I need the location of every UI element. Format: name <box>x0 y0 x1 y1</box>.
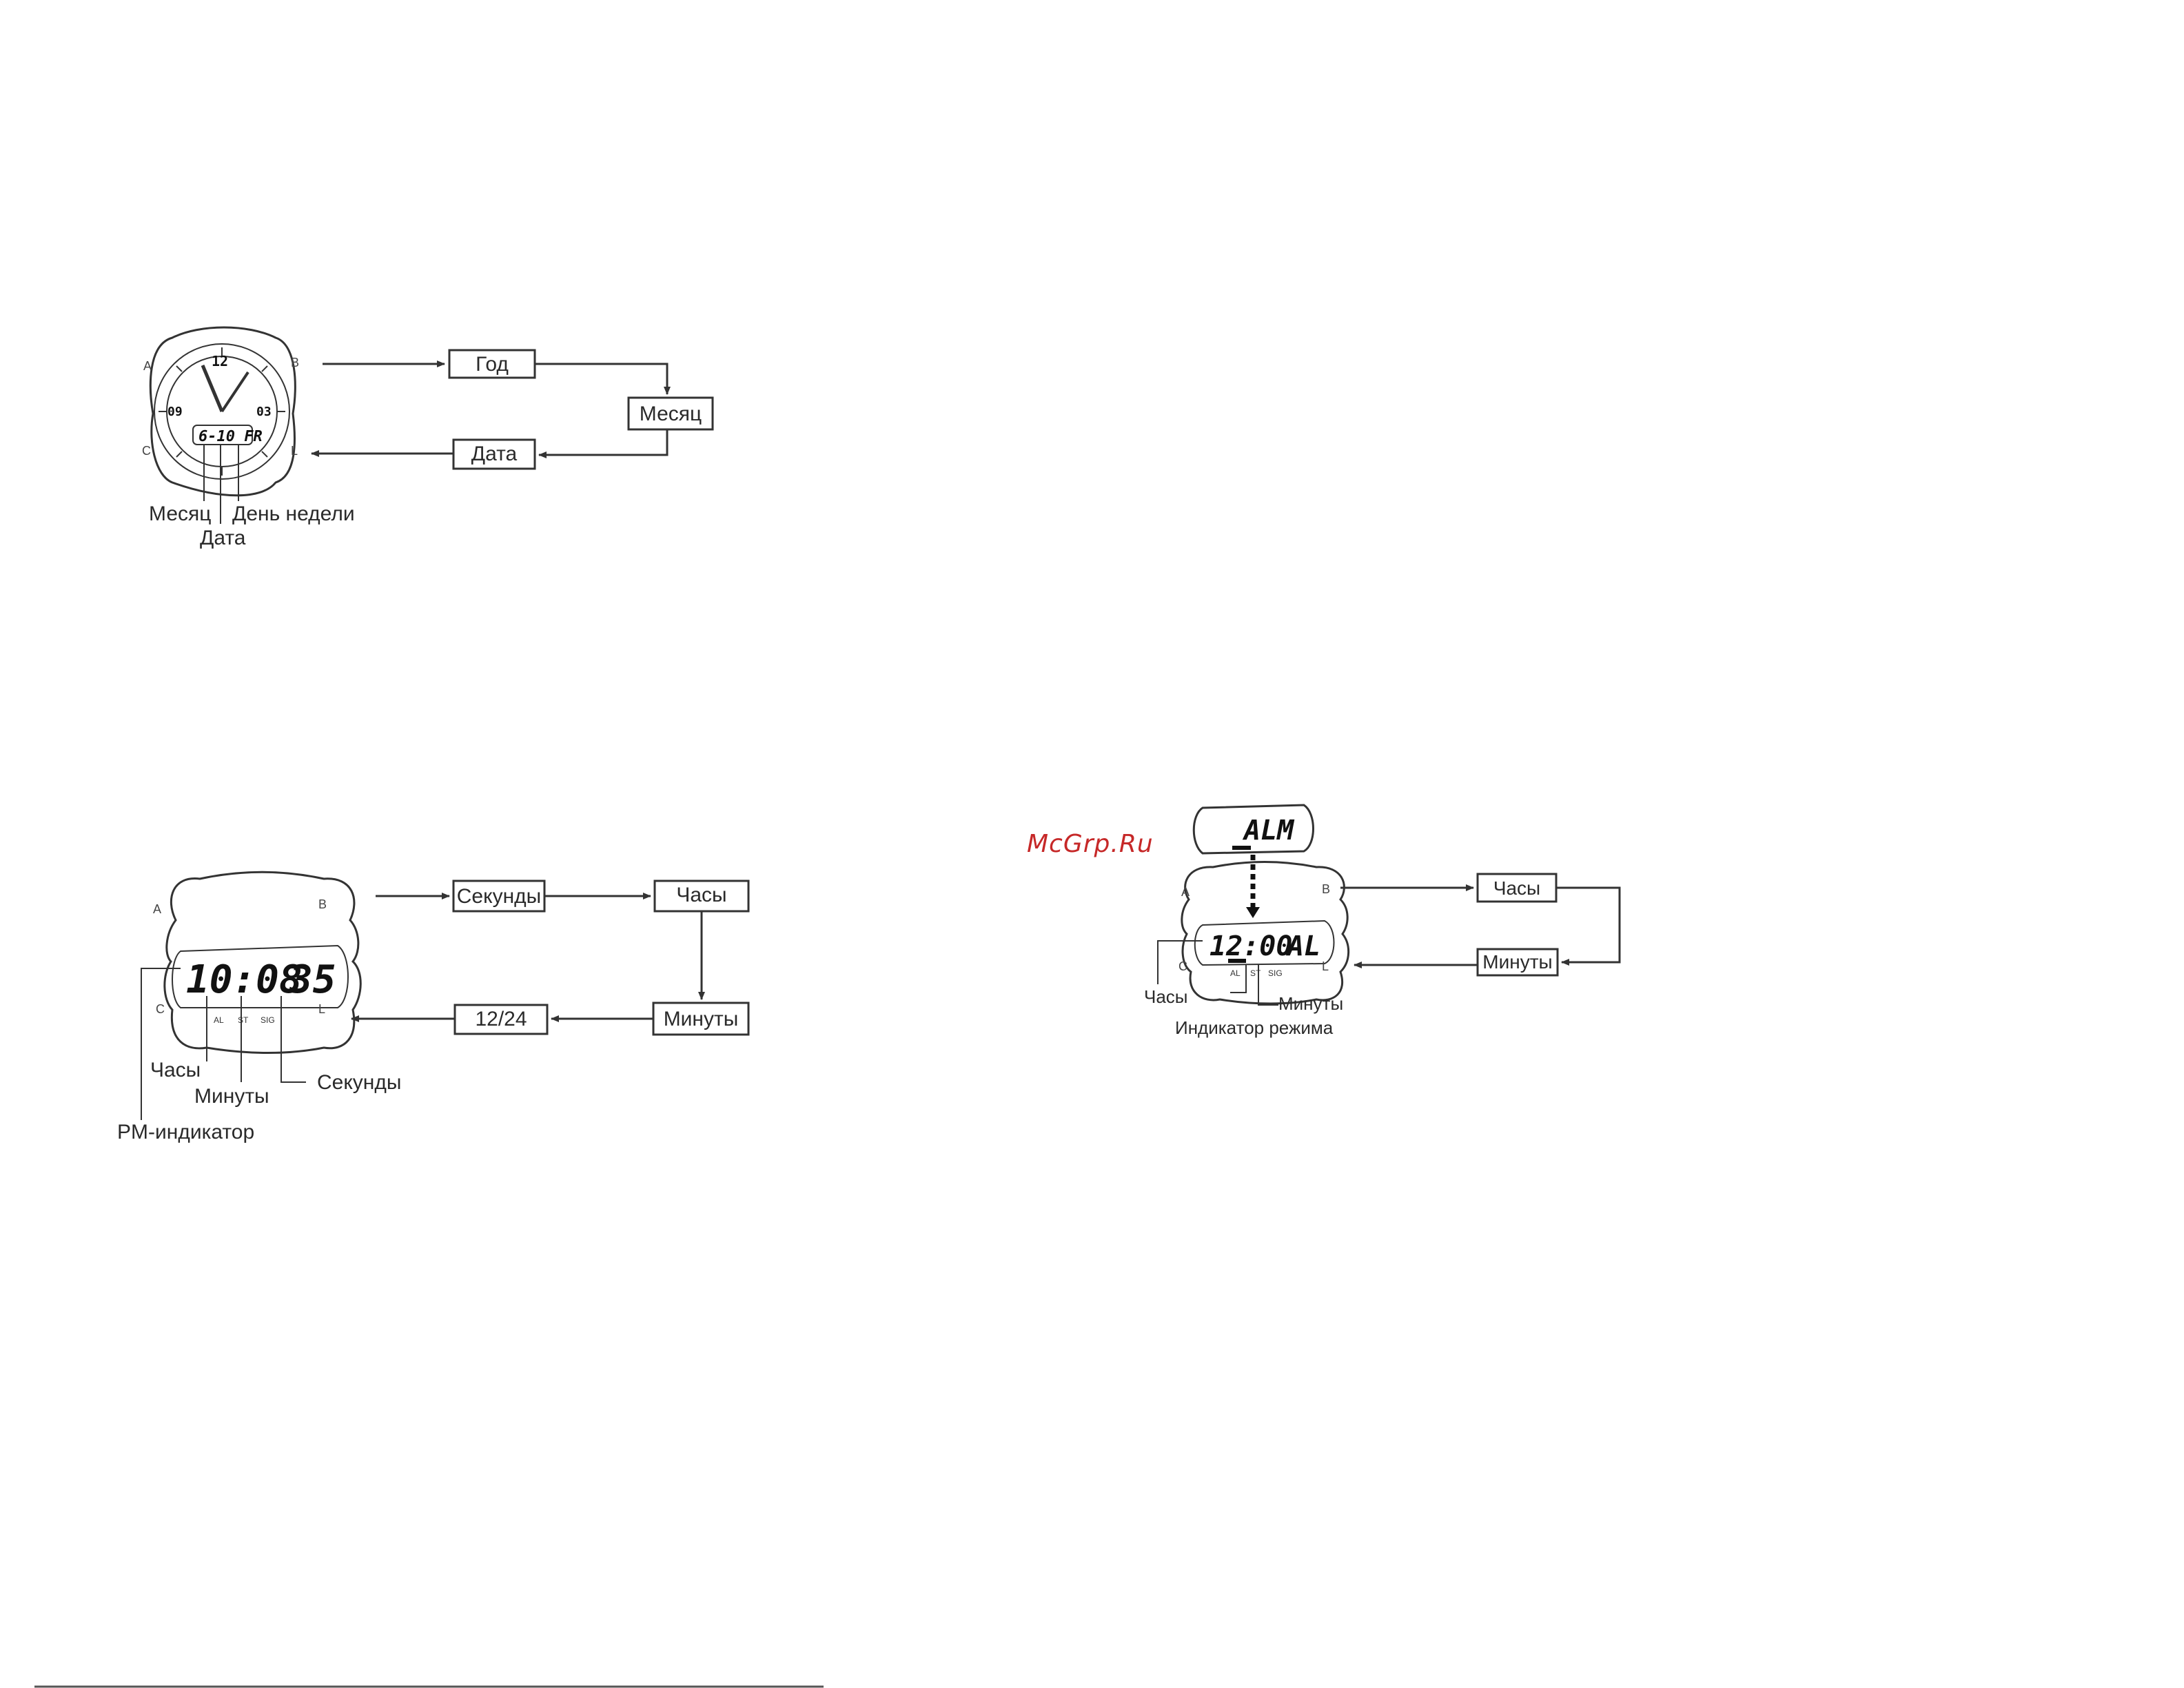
mark-st: ST <box>238 1015 249 1025</box>
lcd-time: 10:08 <box>186 957 303 1002</box>
mark-sig: SIG <box>1268 968 1283 978</box>
flow-label-date: Дата <box>471 443 518 465</box>
minute-hand <box>222 372 248 411</box>
button-a-label: A <box>153 902 161 916</box>
mark-sig: SIG <box>261 1015 275 1025</box>
flow-label-month: Месяц <box>640 403 702 425</box>
callout-hours: Часы <box>150 1059 201 1081</box>
flow-label-year: Год <box>476 353 509 376</box>
hour-hand <box>203 365 222 411</box>
callout-hours: Часы <box>1144 986 1187 1007</box>
watermark-text: McGrp.Ru <box>1027 830 1154 858</box>
button-b-label: B <box>318 897 327 911</box>
button-l-label: L <box>291 444 298 458</box>
dial-03: 03 <box>256 405 272 419</box>
diagram-time-setting: 10:08 35 AL ST SIG A B C L Часы Минуты С… <box>117 872 748 1143</box>
flow-label-seconds: Секунды <box>457 885 541 908</box>
alarm-watch-illustration: ALM 12:00 AL AL ST SIG A B C L <box>1158 805 1349 1005</box>
lcd-alarm-time: 12:00 <box>1210 931 1292 962</box>
mark-al: AL <box>214 1015 224 1025</box>
lcd-date: 6-10 FR <box>198 428 263 445</box>
callout-date: Дата <box>200 527 246 549</box>
button-l-label: L <box>1322 959 1329 973</box>
mark-st: ST <box>1250 968 1261 978</box>
button-c-label: C <box>1178 959 1187 973</box>
dial-09: 09 <box>167 405 183 419</box>
lcd-alarm-mode: AL <box>1285 931 1320 962</box>
button-l-label: L <box>318 1002 325 1016</box>
lcd-seconds: 35 <box>289 957 336 1002</box>
callout-seconds: Секунды <box>317 1071 401 1094</box>
callout-minutes: Минуты <box>1278 993 1343 1014</box>
flow-label-hours: Часы <box>676 884 726 906</box>
button-c-label: C <box>156 1002 165 1016</box>
mark-al: AL <box>1230 968 1241 978</box>
flow-label-12-24: 12/24 <box>475 1008 527 1030</box>
callout-weekday: День недели <box>232 502 355 525</box>
flow-label-hours: Часы <box>1493 877 1540 899</box>
flow-label-minutes: Минуты <box>664 1008 739 1030</box>
button-b-label: B <box>291 356 299 369</box>
callout-pm-indicator: PM-индикатор <box>117 1121 254 1143</box>
dial-12: 12 <box>212 353 228 369</box>
diagram-alarm-setting: ALM 12:00 AL AL ST SIG A B C L Часы Мину… <box>1144 805 1620 1038</box>
button-c-label: C <box>142 444 151 458</box>
button-a-label: A <box>143 359 152 373</box>
top-lcd-alm: ALM <box>1242 815 1295 846</box>
flow-label-minutes: Минуты <box>1482 951 1552 973</box>
button-b-label: B <box>1322 882 1330 896</box>
diagram-date-setting: 12 09 03 6-10 FR A B C L Месяц Дата День… <box>142 327 713 549</box>
callout-mode-indicator: Индикатор режима <box>1175 1017 1334 1038</box>
callout-minutes: Минуты <box>194 1085 269 1108</box>
callout-month: Месяц <box>149 502 211 525</box>
analog-watch-illustration: 12 09 03 6-10 FR A B C L <box>142 327 299 524</box>
button-a-label: A <box>1181 885 1190 899</box>
